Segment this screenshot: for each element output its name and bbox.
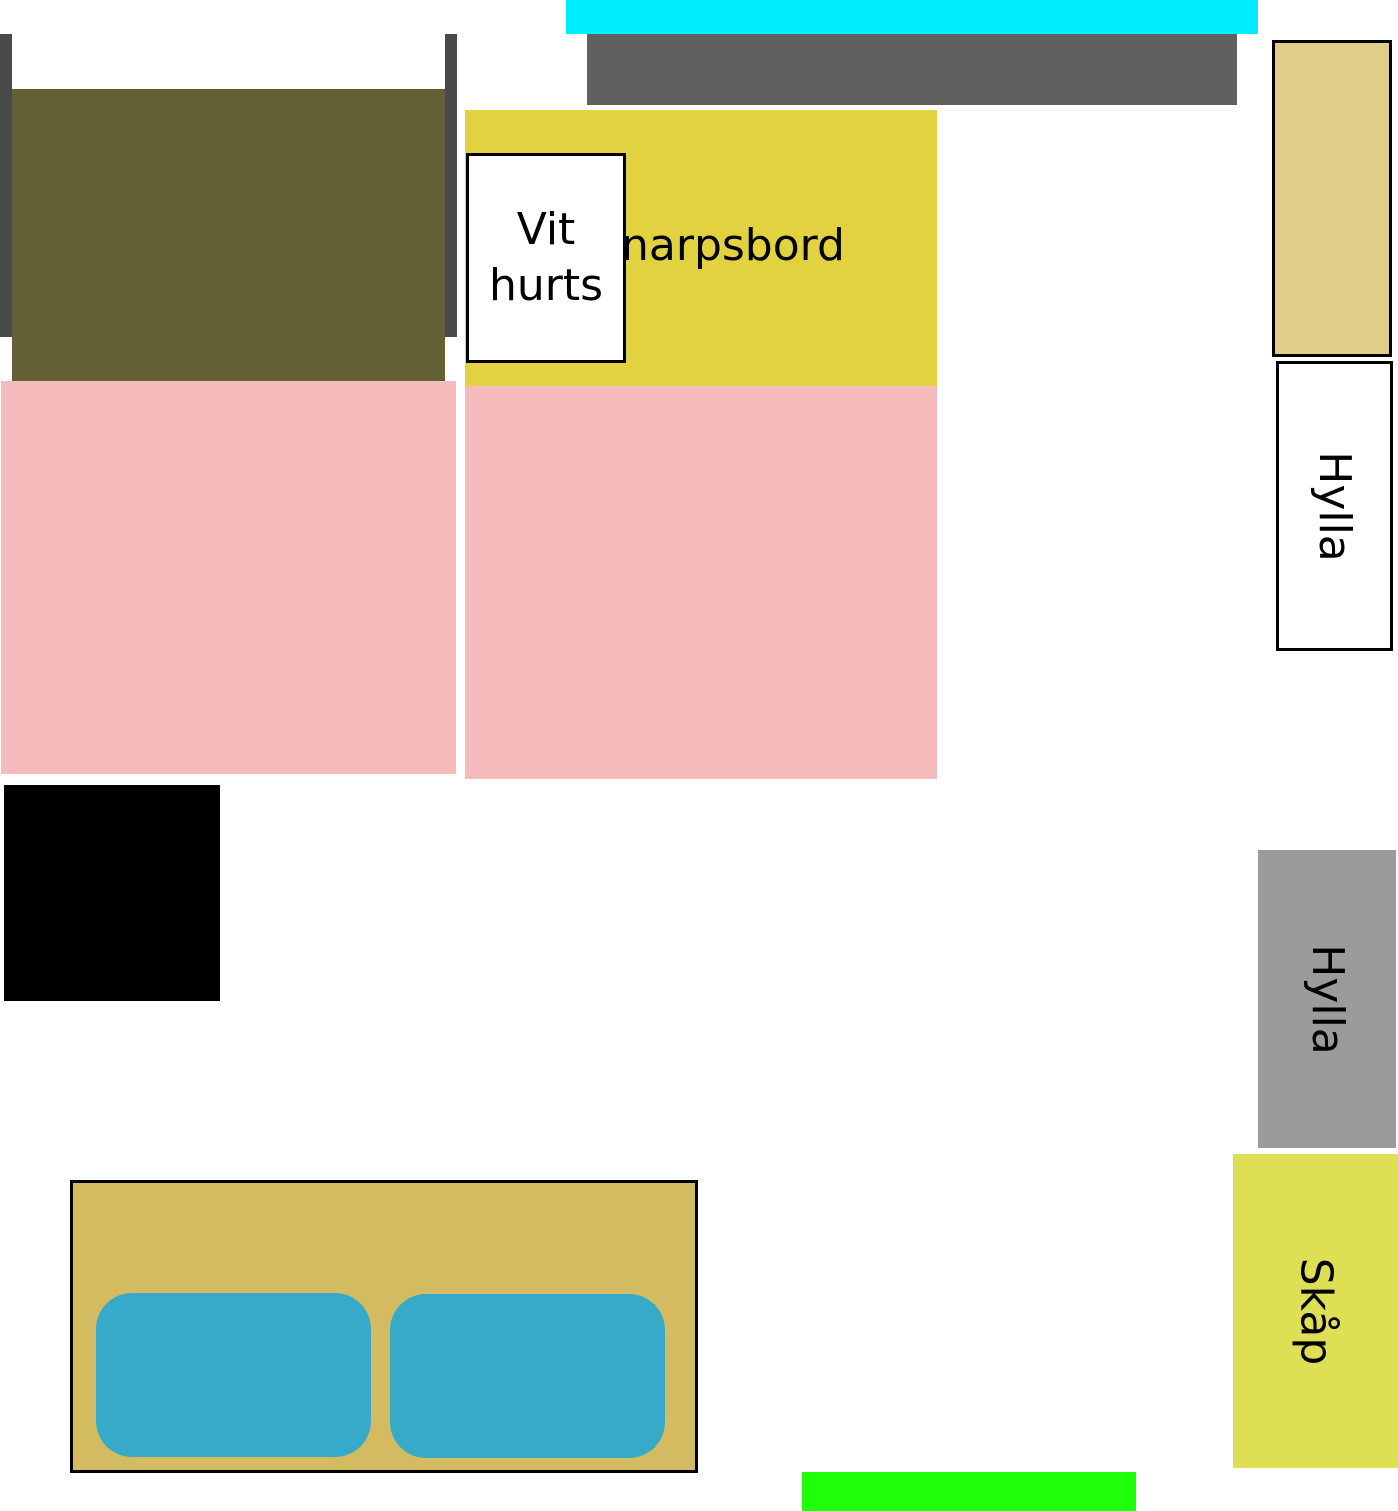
table-label: narpsbord xyxy=(621,220,845,271)
bed-post-left xyxy=(0,34,12,337)
shelf-2: Hylla xyxy=(1258,850,1396,1148)
bed-post-right xyxy=(445,34,457,337)
black-box xyxy=(4,785,220,1001)
mattress-right xyxy=(465,386,937,779)
nightstand-label: Vit hurts xyxy=(488,204,604,311)
cabinet-label: Skåp xyxy=(1290,1257,1341,1365)
sofa-cushion-right xyxy=(390,1294,665,1458)
shelf-top xyxy=(1272,40,1392,357)
sofa-cushion-left xyxy=(96,1293,371,1457)
cabinet: Skåp xyxy=(1233,1154,1398,1468)
nightstand: Vit hurts xyxy=(466,153,626,363)
shelf-1: Hylla xyxy=(1276,361,1393,651)
mattress-left xyxy=(1,381,456,774)
radiator xyxy=(587,34,1237,105)
shelf-1-label: Hylla xyxy=(1308,450,1360,562)
shelf-2-label: Hylla xyxy=(1301,943,1353,1055)
window xyxy=(566,0,1258,34)
door xyxy=(802,1472,1136,1511)
headboard xyxy=(12,89,445,381)
